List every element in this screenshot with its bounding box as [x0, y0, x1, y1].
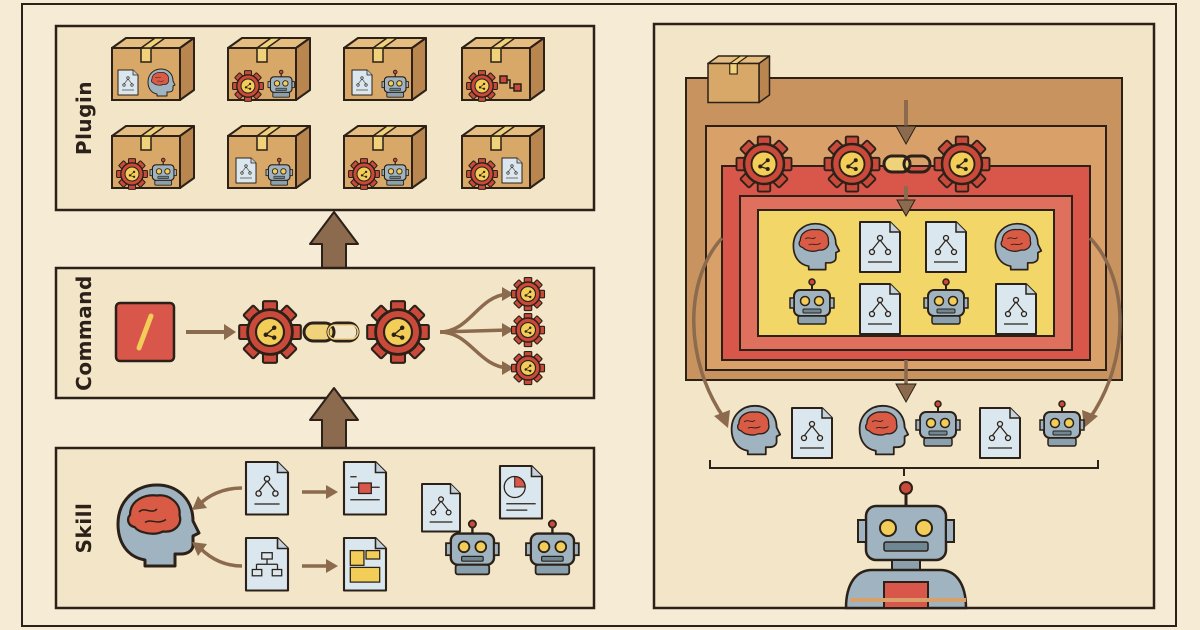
box-icon	[343, 125, 427, 191]
box-icon	[707, 55, 771, 104]
arrow-icon	[896, 186, 916, 218]
gear-icon	[510, 276, 546, 312]
document-icon	[925, 221, 967, 273]
arrow-icon	[186, 324, 236, 340]
right-panel	[652, 22, 1156, 610]
arrow-icon	[439, 292, 509, 370]
arrow-icon	[192, 496, 207, 510]
arrow-icon	[502, 361, 514, 375]
box-icon	[227, 125, 311, 189]
robot-icon	[844, 481, 968, 610]
box-icon	[461, 37, 545, 103]
plugin-layer: Plugin	[54, 24, 596, 212]
gear-icon	[365, 299, 431, 365]
arrow-icon	[502, 287, 514, 301]
bracket	[709, 460, 1099, 476]
arrow-icon	[1082, 410, 1098, 428]
gear-icon	[823, 135, 881, 193]
document-icon	[859, 283, 901, 335]
arrow-icon	[302, 485, 338, 573]
gear-icon	[933, 135, 991, 193]
chain-link-icon	[882, 154, 932, 174]
arrow-icon	[502, 323, 514, 337]
arrow-icon	[895, 383, 917, 404]
gear-icon	[237, 299, 303, 365]
document-icon	[791, 407, 833, 459]
document-icon	[244, 460, 290, 516]
gear-icon	[510, 312, 546, 348]
skill-layer: Skill	[54, 446, 596, 610]
command-layer: Command	[54, 266, 596, 400]
document-icon	[342, 536, 388, 592]
document-icon	[421, 483, 461, 533]
chain-link-icon	[302, 321, 360, 343]
box-icon	[343, 37, 427, 101]
document-icon	[342, 460, 388, 516]
box-icon	[461, 125, 545, 191]
gear-icon	[735, 135, 793, 193]
arrow-icon	[192, 542, 207, 556]
gear-icon	[510, 350, 546, 386]
command-label: Command	[72, 275, 96, 391]
slash-command-icon	[114, 301, 176, 363]
arrow-icon	[692, 236, 1122, 419]
document-icon	[244, 536, 290, 592]
arrow-icon	[714, 410, 730, 428]
document-icon	[498, 464, 544, 520]
document-icon	[995, 283, 1037, 335]
box-icon	[111, 37, 195, 101]
box-icon	[111, 125, 195, 191]
document-icon	[979, 407, 1021, 459]
document-icon	[859, 221, 901, 273]
box-icon	[227, 37, 311, 103]
arrow-icon	[895, 100, 917, 146]
skill-label: Skill	[72, 503, 96, 554]
plugin-label: Plugin	[72, 81, 96, 155]
